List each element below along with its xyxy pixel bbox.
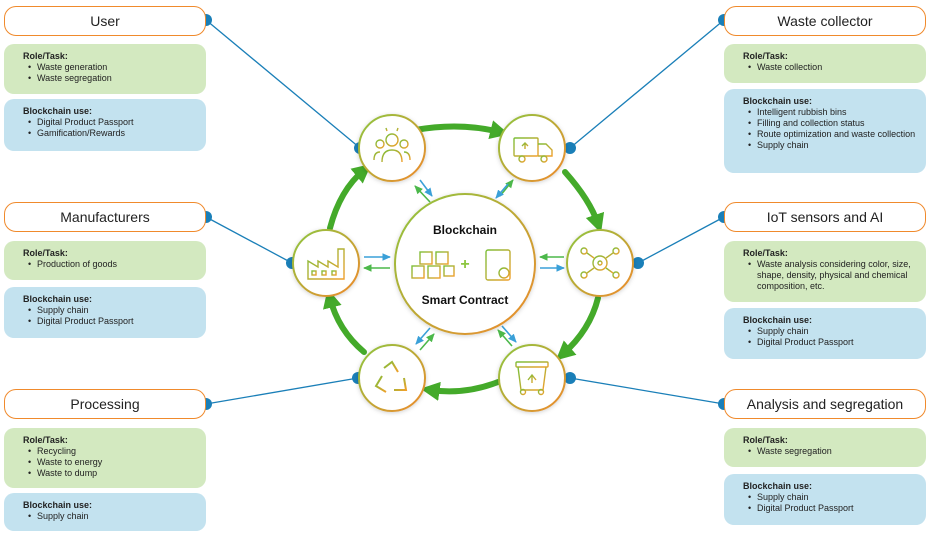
role-list: Waste segregation (743, 446, 916, 457)
center-node (394, 193, 536, 335)
list-item: Digital Product Passport (28, 316, 196, 327)
role-title: Role/Task: (743, 248, 788, 258)
connector-manufacturers (205, 216, 293, 264)
list-item: Waste segregation (748, 446, 916, 457)
connector-analysis (569, 377, 725, 405)
cycle-arrow-1 (412, 120, 510, 139)
role-list: Waste analysis considering color, size, … (743, 259, 916, 292)
chain-title: Blockchain use: (743, 315, 813, 325)
role-box-iot-sensors: Role/Task: Waste analysis considering co… (724, 241, 926, 302)
connector-waste-collector (569, 19, 725, 149)
list-item: Waste analysis considering color, size, … (748, 259, 916, 292)
header-analysis: Analysis and segregation (724, 389, 926, 419)
chain-list: Supply chain (23, 511, 196, 522)
chain-title: Blockchain use: (23, 500, 93, 510)
chain-title: Blockchain use: (743, 96, 813, 106)
role-list: Waste collection (743, 62, 916, 73)
center-subtitle: Smart Contract (421, 293, 509, 307)
list-item: Production of goods (28, 259, 196, 270)
cycle-arrow-5 (323, 288, 367, 355)
chain-list: Supply chain Digital Product Passport (743, 326, 916, 348)
cycle-arrows (323, 120, 605, 401)
iot-network-icon (580, 247, 620, 279)
header-user: User (4, 6, 206, 36)
factory-icon (307, 248, 345, 280)
chain-title: Blockchain use: (23, 106, 93, 116)
chain-box-waste-collector: Blockchain use: Intelligent rubbish bins… (724, 89, 926, 173)
list-item: Waste to dump (28, 468, 196, 479)
role-box-waste-collector: Role/Task: Waste collection (724, 44, 926, 83)
header-processing: Processing (4, 389, 206, 419)
chain-title: Blockchain use: (743, 481, 813, 491)
center-title: Blockchain (432, 223, 498, 237)
chain-box-iot-sensors: Blockchain use: Supply chain Digital Pro… (724, 308, 926, 359)
role-box-processing: Role/Task: Recycling Waste to energy Was… (4, 428, 206, 488)
list-item: Digital Product Passport (28, 117, 196, 128)
connector-processing (205, 377, 359, 405)
cycle-arrow-2 (562, 169, 605, 234)
node-waste-collector (498, 114, 566, 182)
node-processing (358, 344, 426, 412)
list-item: Intelligent rubbish bins (748, 107, 916, 118)
chain-list: Supply chain Digital Product Passport (23, 305, 196, 327)
role-box-user: Role/Task: Waste generation Waste segreg… (4, 44, 206, 94)
cycle-arrow-6 (327, 163, 372, 231)
list-item: Supply chain (748, 492, 916, 503)
node-user (358, 114, 426, 182)
list-item: Waste to energy (28, 457, 196, 468)
exchange-arrows (363, 179, 565, 351)
list-item: Filling and collection status (748, 118, 916, 129)
role-title: Role/Task: (743, 51, 788, 61)
role-title: Role/Task: (23, 435, 68, 445)
list-item: Route optimization and waste collection (748, 129, 916, 140)
header-manufacturers: Manufacturers (4, 202, 206, 232)
node-iot (566, 229, 634, 297)
chain-list: Digital Product Passport Gamification/Re… (23, 117, 196, 139)
role-list: Waste generation Waste segregation (23, 62, 196, 84)
chain-box-user: Blockchain use: Digital Product Passport… (4, 99, 206, 151)
users-group-icon (373, 127, 411, 163)
cycle-arrow-3 (555, 295, 601, 361)
recycling-bin-icon (515, 361, 549, 396)
role-list: Production of goods (23, 259, 196, 270)
center-plus: + (460, 256, 470, 273)
recycle-icon (374, 360, 408, 393)
role-list: Recycling Waste to energy Waste to dump (23, 446, 196, 479)
node-analysis (498, 344, 566, 412)
role-box-manufacturers: Role/Task: Production of goods (4, 241, 206, 280)
connector-iot (637, 216, 725, 264)
list-item: Digital Product Passport (748, 503, 916, 514)
list-item: Gamification/Rewards (28, 128, 196, 139)
chain-box-analysis: Blockchain use: Supply chain Digital Pro… (724, 474, 926, 525)
role-title: Role/Task: (23, 51, 68, 61)
smart-contract-icon (480, 249, 516, 281)
cycle-arrow-4 (420, 379, 501, 401)
connector-user (205, 19, 361, 149)
node-manufacturers (292, 229, 360, 297)
role-title: Role/Task: (743, 435, 788, 445)
role-title: Role/Task: (23, 248, 68, 258)
blockchain-cubes-icon (411, 251, 455, 279)
list-item: Waste segregation (28, 73, 196, 84)
chain-box-manufacturers: Blockchain use: Supply chain Digital Pro… (4, 287, 206, 338)
list-item: Waste collection (748, 62, 916, 73)
list-item: Supply chain (28, 511, 196, 522)
list-item: Supply chain (28, 305, 196, 316)
chain-list: Supply chain Digital Product Passport (743, 492, 916, 514)
list-item: Recycling (28, 446, 196, 457)
chain-title: Blockchain use: (23, 294, 93, 304)
list-item: Supply chain (748, 326, 916, 337)
chain-box-processing: Blockchain use: Supply chain (4, 493, 206, 531)
chain-list: Intelligent rubbish bins Filling and col… (743, 107, 916, 151)
delivery-truck-icon (513, 137, 553, 163)
connector-lines (205, 19, 725, 405)
header-iot-sensors: IoT sensors and AI (724, 202, 926, 232)
header-waste-collector: Waste collector (724, 6, 926, 36)
list-item: Supply chain (748, 140, 916, 151)
list-item: Digital Product Passport (748, 337, 916, 348)
role-box-analysis: Role/Task: Waste segregation (724, 428, 926, 467)
list-item: Waste generation (28, 62, 196, 73)
